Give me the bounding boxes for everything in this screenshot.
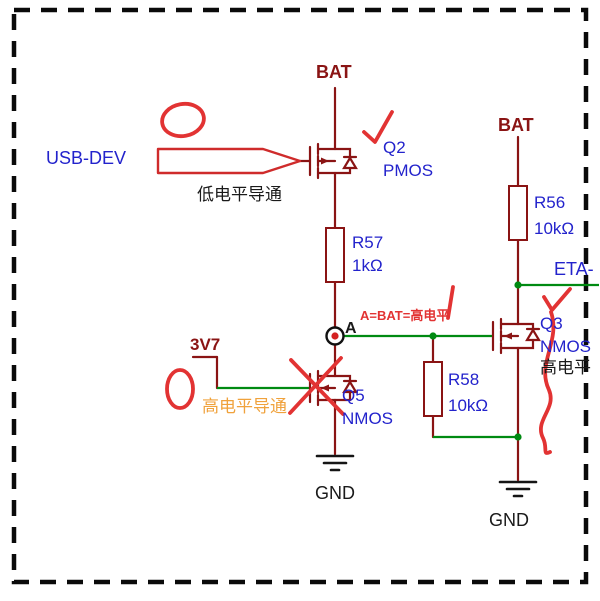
q2-type: PMOS [383, 161, 434, 180]
q5-type: NMOS [342, 409, 393, 428]
q3-nmos-symbol [491, 317, 541, 355]
r58-value: 10kΩ [448, 396, 489, 415]
annotation-check-q2 [362, 110, 394, 144]
annotation-one [446, 285, 455, 320]
node-a-label: A [345, 320, 357, 337]
q2-refdes: Q2 [383, 138, 406, 157]
q3-note: 高电平 [540, 358, 591, 377]
wires-green [217, 281, 599, 441]
annotation-cross-q5-stroke1 [289, 358, 345, 416]
annotation-squiggle [539, 310, 556, 455]
r57-resistor-symbol [325, 227, 345, 283]
port-label-eta: ETA- [554, 259, 594, 279]
gnd-symbol-right [498, 480, 538, 498]
gnd-label-right: GND [489, 510, 529, 530]
hand-annotations [160, 101, 572, 455]
r56-refdes: R56 [534, 193, 566, 212]
annotation-check-eta [542, 287, 572, 312]
node-a-marker [325, 326, 345, 346]
annotation-zero [165, 368, 195, 410]
net-label-bat-top: BAT [316, 62, 352, 82]
gnd-symbol-left [315, 454, 355, 472]
net-label-3v7: 3V7 [190, 335, 221, 354]
dashed-border [11, 7, 589, 585]
q3-refdes: Q3 [540, 314, 563, 333]
r58-resistor-symbol [423, 361, 443, 417]
r57-refdes: R57 [352, 233, 384, 252]
port-label-usb-dev: USB-DEV [46, 148, 127, 168]
usb-dev-port-flag [156, 147, 302, 175]
r58-refdes: R58 [448, 370, 480, 389]
q2-pmos-symbol [308, 142, 358, 180]
r57-value: 1kΩ [352, 256, 383, 275]
note-q2-behavior: 低电平导通 [197, 185, 282, 204]
net-label-bat-right: BAT [498, 115, 534, 135]
annotation-oval-usb [160, 101, 206, 139]
r56-value: 10kΩ [534, 219, 575, 238]
gnd-label-left: GND [315, 483, 355, 503]
q3-type: NMOS [540, 337, 591, 356]
wires-red [191, 86, 520, 482]
note-q5-behavior: 高电平导通 [202, 397, 287, 416]
q5-refdes: Q5 [342, 386, 365, 405]
annotation-cross-q5-stroke2 [288, 356, 343, 415]
note-node-a-state: A=BAT=高电平 [360, 308, 450, 323]
r56-resistor-symbol [508, 185, 528, 241]
